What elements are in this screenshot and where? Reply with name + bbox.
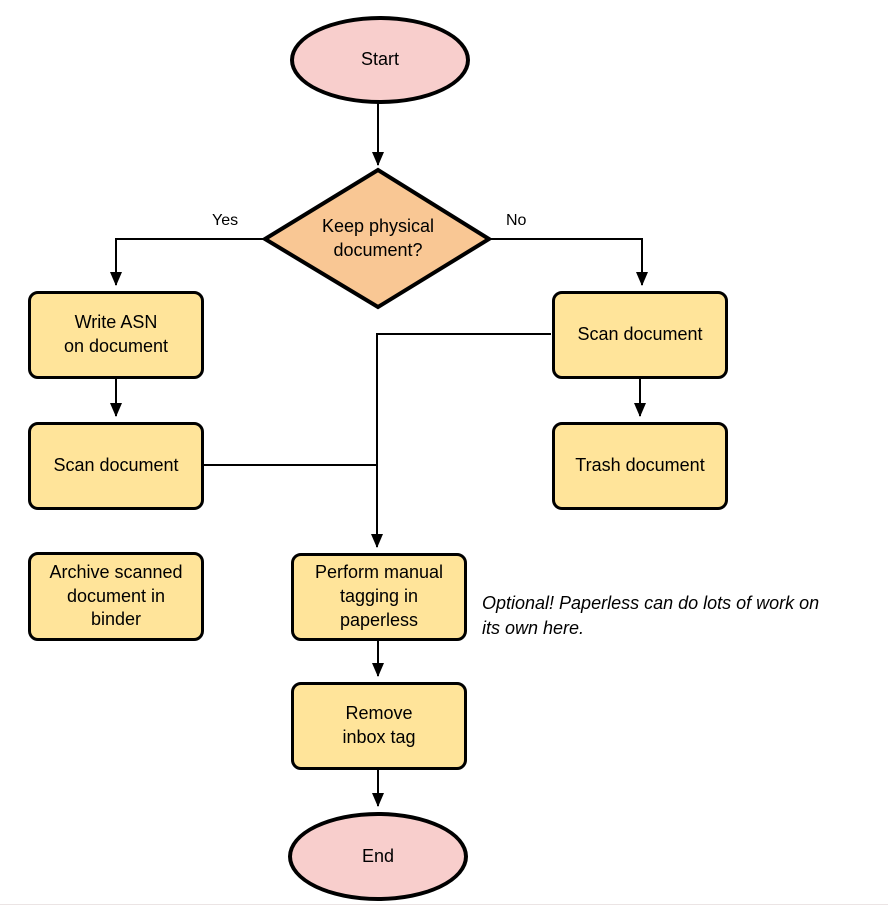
node-end: End [288, 812, 468, 901]
edge-decision-no-to-scan-document-right [489, 238, 648, 286]
node-scan-document-right: Scan document [552, 291, 728, 379]
annotation-optional-note: Optional! Paperless can do lots of work … [482, 593, 820, 639]
node-start: Start [290, 16, 470, 104]
node-scan-document-left: Scan document [28, 422, 204, 510]
edge-label-yes: Yes [212, 212, 239, 229]
edge-label-no: No [506, 212, 527, 229]
edge-scan-document-right-to-tagging [371, 333, 551, 548]
node-trash-document: Trash document [552, 422, 728, 510]
node-write-asn: Write ASN on document [28, 291, 204, 379]
node-remove-inbox-tag: Remove inbox tag [291, 682, 467, 770]
edge-decision-yes-to-write-asn [110, 238, 265, 286]
decision-diamond-shape [261, 167, 493, 310]
node-decision-label: Keep physical document? [321, 216, 435, 260]
bottom-divider [0, 904, 888, 905]
node-perform-manual-tagging: Perform manual tagging in paperless [291, 553, 467, 641]
node-archive-scanned-document: Archive scanned document in binder [28, 552, 204, 641]
